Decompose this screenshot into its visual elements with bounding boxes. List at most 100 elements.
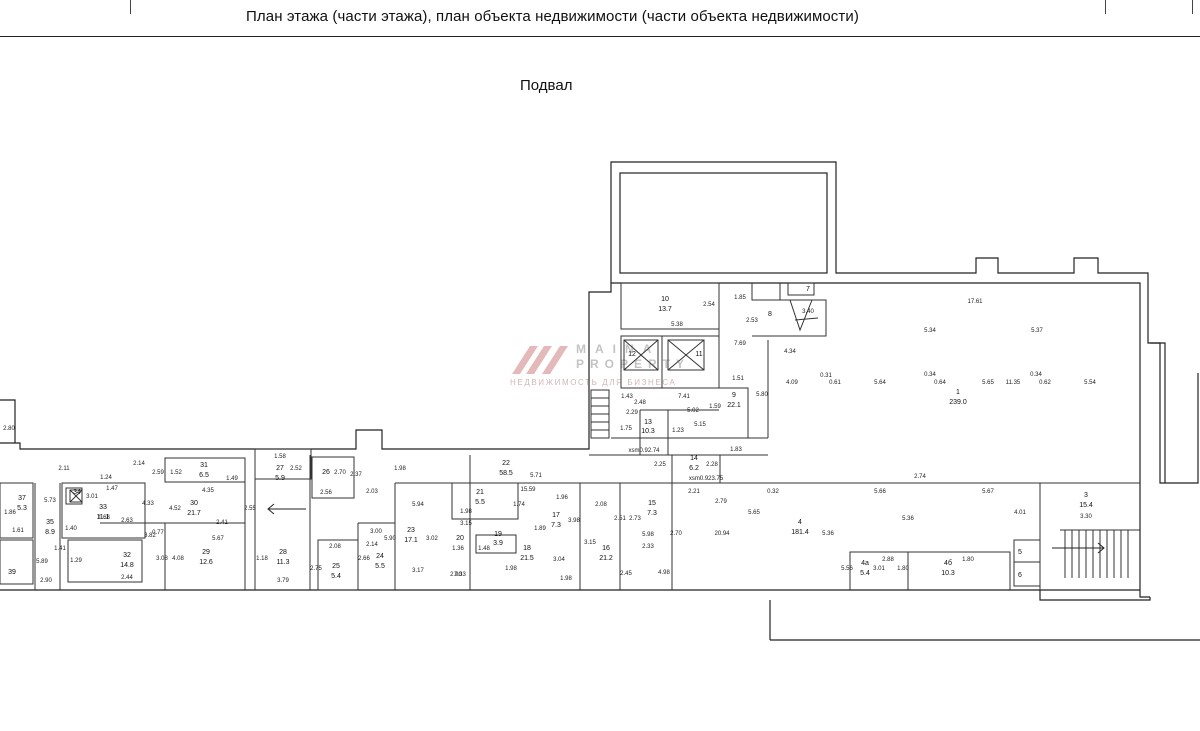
room-area: 21.5 — [520, 555, 534, 562]
dimension-label: 2.73 — [629, 516, 641, 522]
dimension-label: 1.47 — [106, 486, 118, 492]
dimension-label: 5.37 — [1031, 328, 1043, 334]
room-number: 32 — [123, 552, 131, 559]
room-number: 30 — [190, 500, 198, 507]
dimension-label: 5.36 — [822, 531, 834, 537]
dimension-label: 7.69 — [734, 341, 746, 347]
dimension-label: 5.67 — [982, 489, 994, 495]
room-number: 4 — [798, 519, 802, 526]
room-area: 6.5 — [199, 472, 209, 479]
stair-direction-arrow-icon — [1052, 542, 1105, 554]
dimension-label: 1.23 — [672, 428, 684, 434]
dimension-label: 1.98 — [394, 466, 406, 472]
dimension-label: 5.90 — [384, 536, 396, 542]
room-area: 17.1 — [404, 537, 418, 544]
room-number: 1 — [956, 389, 960, 396]
room-area: 21.7 — [187, 510, 201, 517]
room-number: 35 — [46, 519, 54, 526]
dimension-label: 2.33 — [642, 544, 654, 550]
dimension-label: 3.79 — [277, 578, 289, 584]
dimension-label: 2.66 — [358, 556, 370, 562]
dimension-label: 5.66 — [874, 489, 886, 495]
dimension-label: 3.15 — [584, 540, 596, 546]
dimension-label: 5.89 — [36, 559, 48, 565]
room-area: 7.3 — [647, 510, 657, 517]
dimension-label: 2.11 — [58, 466, 70, 472]
room-area: 5.5 — [375, 563, 385, 570]
left-stairs — [590, 389, 610, 439]
dimension-label: 3.01 — [873, 566, 885, 572]
room-number: 12 — [628, 351, 636, 358]
dimension-label: 4.08 — [172, 556, 184, 562]
room-number: 20 — [456, 535, 464, 542]
room-area: 11.3 — [276, 559, 289, 566]
room-number: 24 — [376, 553, 384, 560]
dimension-label: 3.98 — [568, 518, 580, 524]
dimension-label: 5.02 — [687, 408, 699, 414]
dimension-label: 5.56 — [841, 566, 853, 572]
dimension-label: xsm0.923.75 — [689, 476, 724, 482]
dimension-label: 3.01 — [86, 494, 98, 500]
dimension-label: 2.59 — [152, 470, 164, 476]
dimension-label: 2.29 — [626, 410, 638, 416]
room-number: 4a — [861, 560, 869, 567]
room-number: 8 — [768, 311, 772, 318]
room-number: 26 — [322, 469, 330, 476]
dimension-label: 0.77 — [152, 530, 164, 536]
dimension-label: xsm0.92.74 — [628, 448, 660, 454]
room-number: 16 — [602, 545, 610, 552]
room-number: 3 — [1084, 492, 1088, 499]
dimension-label: 5.64 — [874, 380, 886, 386]
room-area: 22.1 — [727, 402, 741, 409]
dimension-label: 5.98 — [642, 532, 654, 538]
entrance-arrow-icon — [267, 503, 306, 515]
dimension-label: 1.96 — [556, 495, 568, 501]
dimension-label: 2.79 — [715, 499, 727, 505]
dimension-label: 7.33 — [454, 572, 466, 578]
dimension-label: 0.34 — [1030, 372, 1042, 378]
dimension-label: 2.44 — [121, 575, 133, 581]
dimension-label: 1.85 — [734, 295, 746, 301]
dimension-label: 3.30 — [1080, 514, 1092, 520]
room-labels: 1 239.0 3 15.4 4 181.4 4a 5.4 4б 10.3 5 … — [8, 286, 1093, 580]
header-divider — [130, 0, 131, 14]
room-area: 5.4 — [860, 570, 870, 577]
room-area: 5.9 — [275, 475, 285, 482]
room-area: 5.3 — [17, 505, 27, 512]
dimension-label: 2.03 — [366, 489, 378, 495]
dimension-label: 1.83 — [730, 447, 742, 453]
room-area: 11.1 — [96, 514, 109, 521]
dimension-label: 3.04 — [553, 557, 565, 563]
dimension-label: 2.41 — [216, 520, 228, 526]
dimension-label: 1.40 — [65, 526, 77, 532]
room-area: 58.5 — [499, 470, 513, 477]
dimension-label: 2.51 — [614, 516, 626, 522]
dimension-label: 2.48 — [634, 400, 646, 406]
room-area: 13.7 — [658, 306, 672, 313]
dimension-label: 2.80 — [3, 426, 15, 432]
room-number: 33 — [99, 504, 107, 511]
dimension-label: 2.74 — [914, 474, 926, 480]
dimension-label: 1.59 — [709, 404, 721, 410]
room-area: 21.2 — [599, 555, 613, 562]
room-number: 13 — [644, 419, 652, 426]
room-area: 6.2 — [689, 465, 699, 472]
room-number: 19 — [494, 531, 502, 538]
room-number: 34 — [73, 489, 81, 496]
room-number: 28 — [279, 549, 287, 556]
dimension-label: 0.31 — [820, 373, 832, 379]
dimension-label: 4.52 — [169, 506, 181, 512]
dimension-label: 0.64 — [934, 380, 946, 386]
room-number: 29 — [202, 549, 210, 556]
dimension-label: 5.38 — [671, 322, 683, 328]
room-number: 21 — [476, 489, 484, 496]
dimension-label: 1.98 — [560, 576, 572, 582]
dimension-label: 2.14 — [366, 542, 378, 548]
dimension-label: 5.80 — [756, 392, 768, 398]
room-number: 14 — [690, 455, 698, 462]
dimension-label: 5.67 — [212, 536, 224, 542]
dimension-label: 1.80 — [962, 557, 974, 563]
dimension-label: 2.21 — [688, 489, 700, 495]
dimension-label: 0.34 — [924, 372, 936, 378]
dimension-label: 1.68 — [98, 515, 110, 521]
